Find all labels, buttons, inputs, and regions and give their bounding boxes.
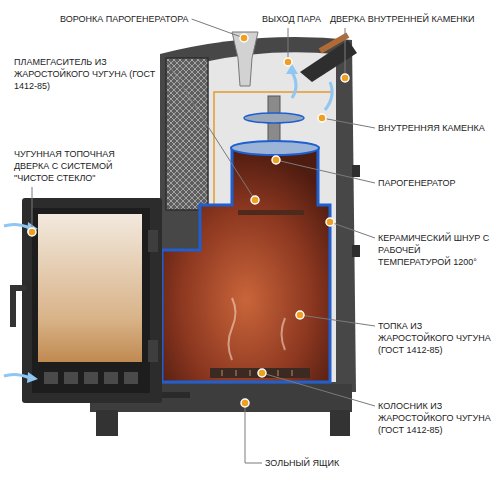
grate (210, 368, 310, 378)
door-glass (38, 214, 142, 362)
mesh-cylinder (166, 58, 208, 210)
part-label: ПАРОГЕНЕРАТОР (378, 177, 455, 189)
callout-dot (28, 228, 36, 236)
callout-dot (326, 218, 334, 226)
callout-dot (251, 196, 259, 204)
callout-dot (318, 114, 326, 122)
leg (96, 410, 118, 436)
vent (104, 372, 118, 384)
air-arrow (4, 374, 30, 378)
steam-arrow (292, 72, 296, 98)
part-label: ВНУТРЕННЯЯ КАМЕНКА (378, 122, 485, 134)
flame-damper (238, 210, 304, 215)
steam-generator-top (231, 141, 319, 155)
leader-line (288, 28, 289, 62)
part-label: КОЛОСНИК ИЗ ЖАРОСТОЙКОГО ЧУГУНА (ГОСТ 14… (378, 400, 494, 436)
air-arrow (229, 298, 236, 360)
callout-dot (240, 34, 248, 42)
air-arrow (4, 224, 30, 228)
callout-dot (341, 74, 349, 82)
leader-line (322, 118, 375, 128)
rib (352, 245, 360, 257)
leg (330, 410, 350, 436)
steam-plate (244, 113, 304, 123)
firebox (162, 148, 330, 382)
air-arrow (282, 318, 286, 350)
leader-line (32, 187, 33, 232)
callout-dot (241, 399, 249, 407)
part-label: ЗОЛЬНЫЙ ЯЩИК (265, 457, 339, 469)
vent (44, 372, 58, 384)
rib (352, 165, 360, 177)
leader-line (262, 373, 375, 406)
callout-dot (284, 58, 292, 66)
callout-dot (272, 156, 280, 164)
part-label: ТОПКА ИЗ ЖАРОСТОЙКОГО ЧУГУНА (ГОСТ 1412-… (378, 320, 494, 356)
leader-line (167, 62, 255, 200)
hinge (148, 340, 158, 362)
grate-slots (222, 370, 292, 376)
leader-line (245, 403, 262, 463)
callout-dot (258, 369, 266, 377)
door-handle (10, 285, 16, 327)
steam-arrow (325, 82, 332, 110)
part-label: ВОРОНКА ПАРОГЕНЕРАТОРА (60, 13, 189, 25)
leader-line (276, 160, 375, 183)
vent (64, 372, 78, 384)
part-label: КЕРАМИЧЕСКИЙ ШНУР С РАБОЧЕЙ ТЕМПЕРАТУРОЙ… (378, 232, 494, 268)
air-arrow-head (27, 372, 38, 383)
leader-line (330, 222, 375, 238)
part-label: ПЛАМЕГАСИТЕЛЬ ИЗ ЖАРОСТОЙКОГО ЧУГУНА (ГО… (14, 56, 164, 92)
callout-dot (296, 311, 304, 319)
part-label: ВЫХОД ПАРА (262, 13, 321, 25)
part-label: ЧУГУННАЯ ТОПОЧНАЯ ДВЕРКА С СИСТЕМОЙ "ЧИС… (14, 148, 134, 184)
vent (124, 372, 138, 384)
casing (160, 37, 356, 392)
door-frame (32, 208, 150, 393)
vent (84, 372, 98, 384)
leader-line (192, 19, 244, 38)
leader-line (345, 28, 346, 78)
leader-line (300, 315, 375, 326)
funnel (232, 32, 258, 86)
fire-door (22, 198, 162, 403)
part-label: ДВЕРКА ВНУТРЕННЕЙ КАМЕНКИ (330, 13, 475, 25)
hinge (148, 230, 158, 252)
